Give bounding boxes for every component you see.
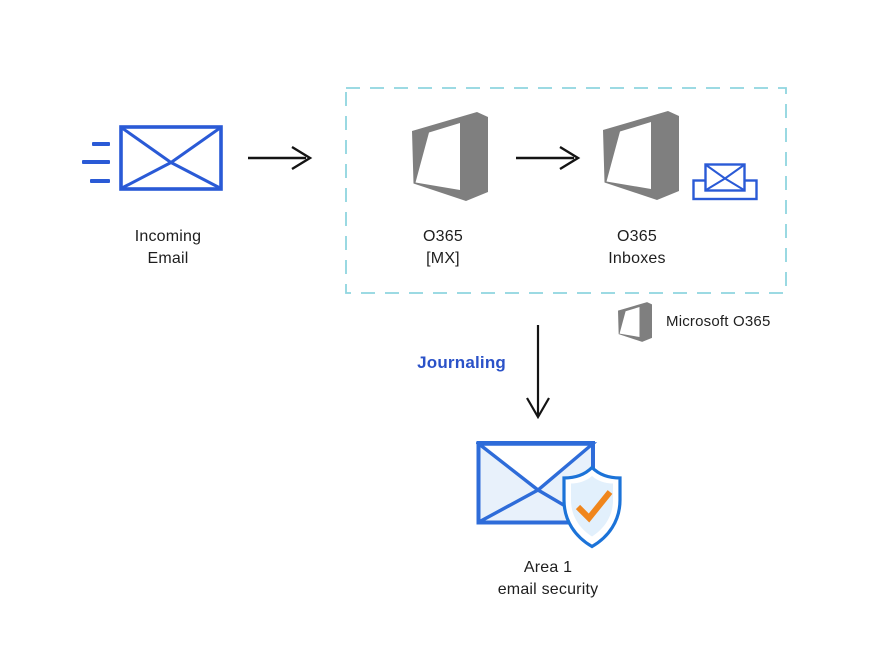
incoming-email-label: Incoming Email — [98, 226, 238, 270]
shield-check-icon — [562, 465, 622, 549]
o365-inboxes-label: O365 Inboxes — [577, 226, 697, 270]
speed-line-icon — [82, 160, 110, 164]
incoming-email-label-line2: Email — [147, 250, 189, 267]
office-logo-icon — [412, 112, 488, 201]
incoming-envelope-icon — [119, 125, 223, 191]
speed-line-icon — [92, 142, 110, 146]
o365-mx-label-line2: [MX] — [426, 250, 460, 267]
area1-label-line1: Area 1 — [523, 559, 573, 576]
inbox-icon — [692, 163, 758, 201]
o365-inboxes-label-line2: Inboxes — [608, 250, 666, 267]
area1-label: Area 1 email security — [468, 557, 628, 601]
o365-group-dashed-box — [345, 87, 787, 294]
speed-line-icon — [90, 179, 110, 183]
o365-inboxes-label-line1: O365 — [617, 228, 657, 245]
arrow-right-icon — [516, 145, 581, 171]
legend-label: Microsoft O365 — [666, 313, 771, 330]
journaling-label: Journaling — [417, 353, 506, 372]
arrow-down-icon — [526, 325, 550, 419]
arrow-right-icon — [248, 145, 313, 171]
area1-label-line2: email security — [497, 581, 599, 598]
incoming-email-label-line1: Incoming — [134, 228, 202, 245]
office-logo-icon — [603, 111, 679, 200]
office-logo-icon — [618, 302, 652, 342]
o365-mx-label: O365 [MX] — [383, 226, 503, 270]
email-security-icon — [476, 441, 622, 549]
o365-mx-label-line1: O365 — [423, 228, 463, 245]
